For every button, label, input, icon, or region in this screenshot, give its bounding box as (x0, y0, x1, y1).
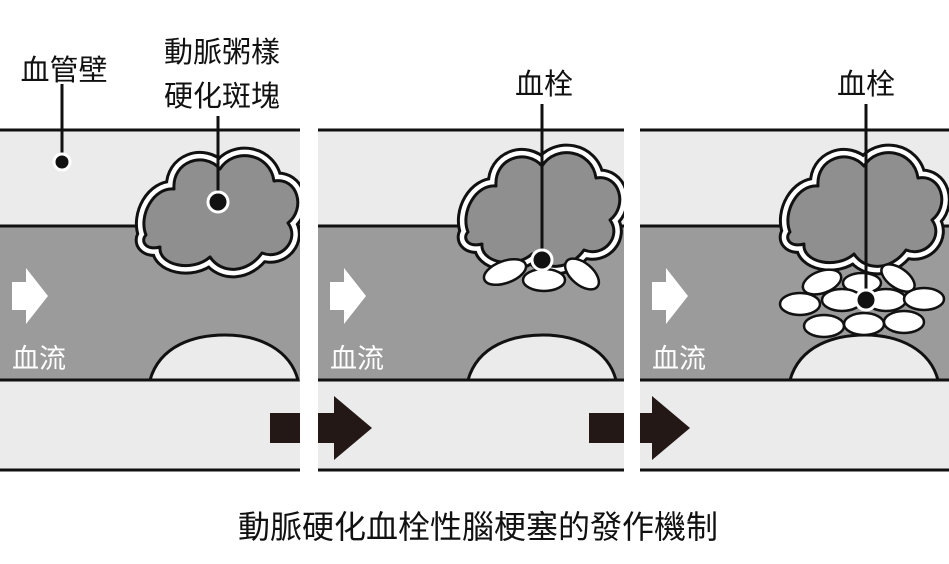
lower-wall-bump (148, 333, 300, 382)
panel-normal-plaque: 血流 (0, 128, 300, 472)
panel-thrombus-occlusion: 血流 (640, 128, 949, 472)
leader-vessel-wall (52, 84, 72, 172)
vessel-wall-bottom (318, 380, 624, 470)
marker-dot (854, 288, 878, 312)
flow-label: 血流 (12, 344, 66, 375)
thrombus-clots (482, 257, 601, 293)
lower-wall-bump (466, 333, 618, 382)
flow-label: 血流 (652, 344, 706, 375)
leader-thrombus-3 (854, 104, 878, 312)
clot-cell (563, 257, 601, 291)
flow-direction-icon (12, 268, 48, 324)
label-plaque-line1: 動脈粥樣 (164, 35, 280, 69)
marker-dot (530, 248, 554, 272)
panel-thrombus-forming: 血流 (318, 128, 624, 472)
label-vessel-wall: 血管壁 (20, 53, 107, 87)
label-thrombus: 血栓 (837, 67, 895, 101)
progression-arrow-icon (270, 396, 372, 460)
label-plaque-line2: 硬化斑塊 (164, 79, 280, 113)
flow-label: 血流 (330, 344, 384, 375)
marker-dot (52, 152, 72, 172)
leader-thrombus-2 (530, 104, 554, 272)
clot-cell (802, 313, 846, 339)
flow-direction-icon (652, 268, 688, 324)
label-thrombus: 血栓 (515, 67, 573, 101)
thrombus-clots (778, 263, 946, 339)
vessel-wall-bottom (0, 380, 300, 470)
clot-cell (521, 267, 567, 293)
clot-cell (778, 291, 822, 317)
clot-cell (882, 309, 926, 335)
vessel-wall-bottom (640, 380, 949, 470)
clot-cell (482, 257, 528, 287)
clot-cell (902, 286, 946, 312)
leader-plaque (206, 116, 230, 214)
diagram-caption: 動脈硬化血栓性腦梗塞的發作機制 (238, 508, 718, 546)
clot-cell (842, 311, 886, 337)
marker-dot (206, 190, 230, 214)
flow-direction-icon (330, 268, 366, 324)
panel-divider (300, 120, 318, 480)
panel-divider (624, 120, 640, 480)
